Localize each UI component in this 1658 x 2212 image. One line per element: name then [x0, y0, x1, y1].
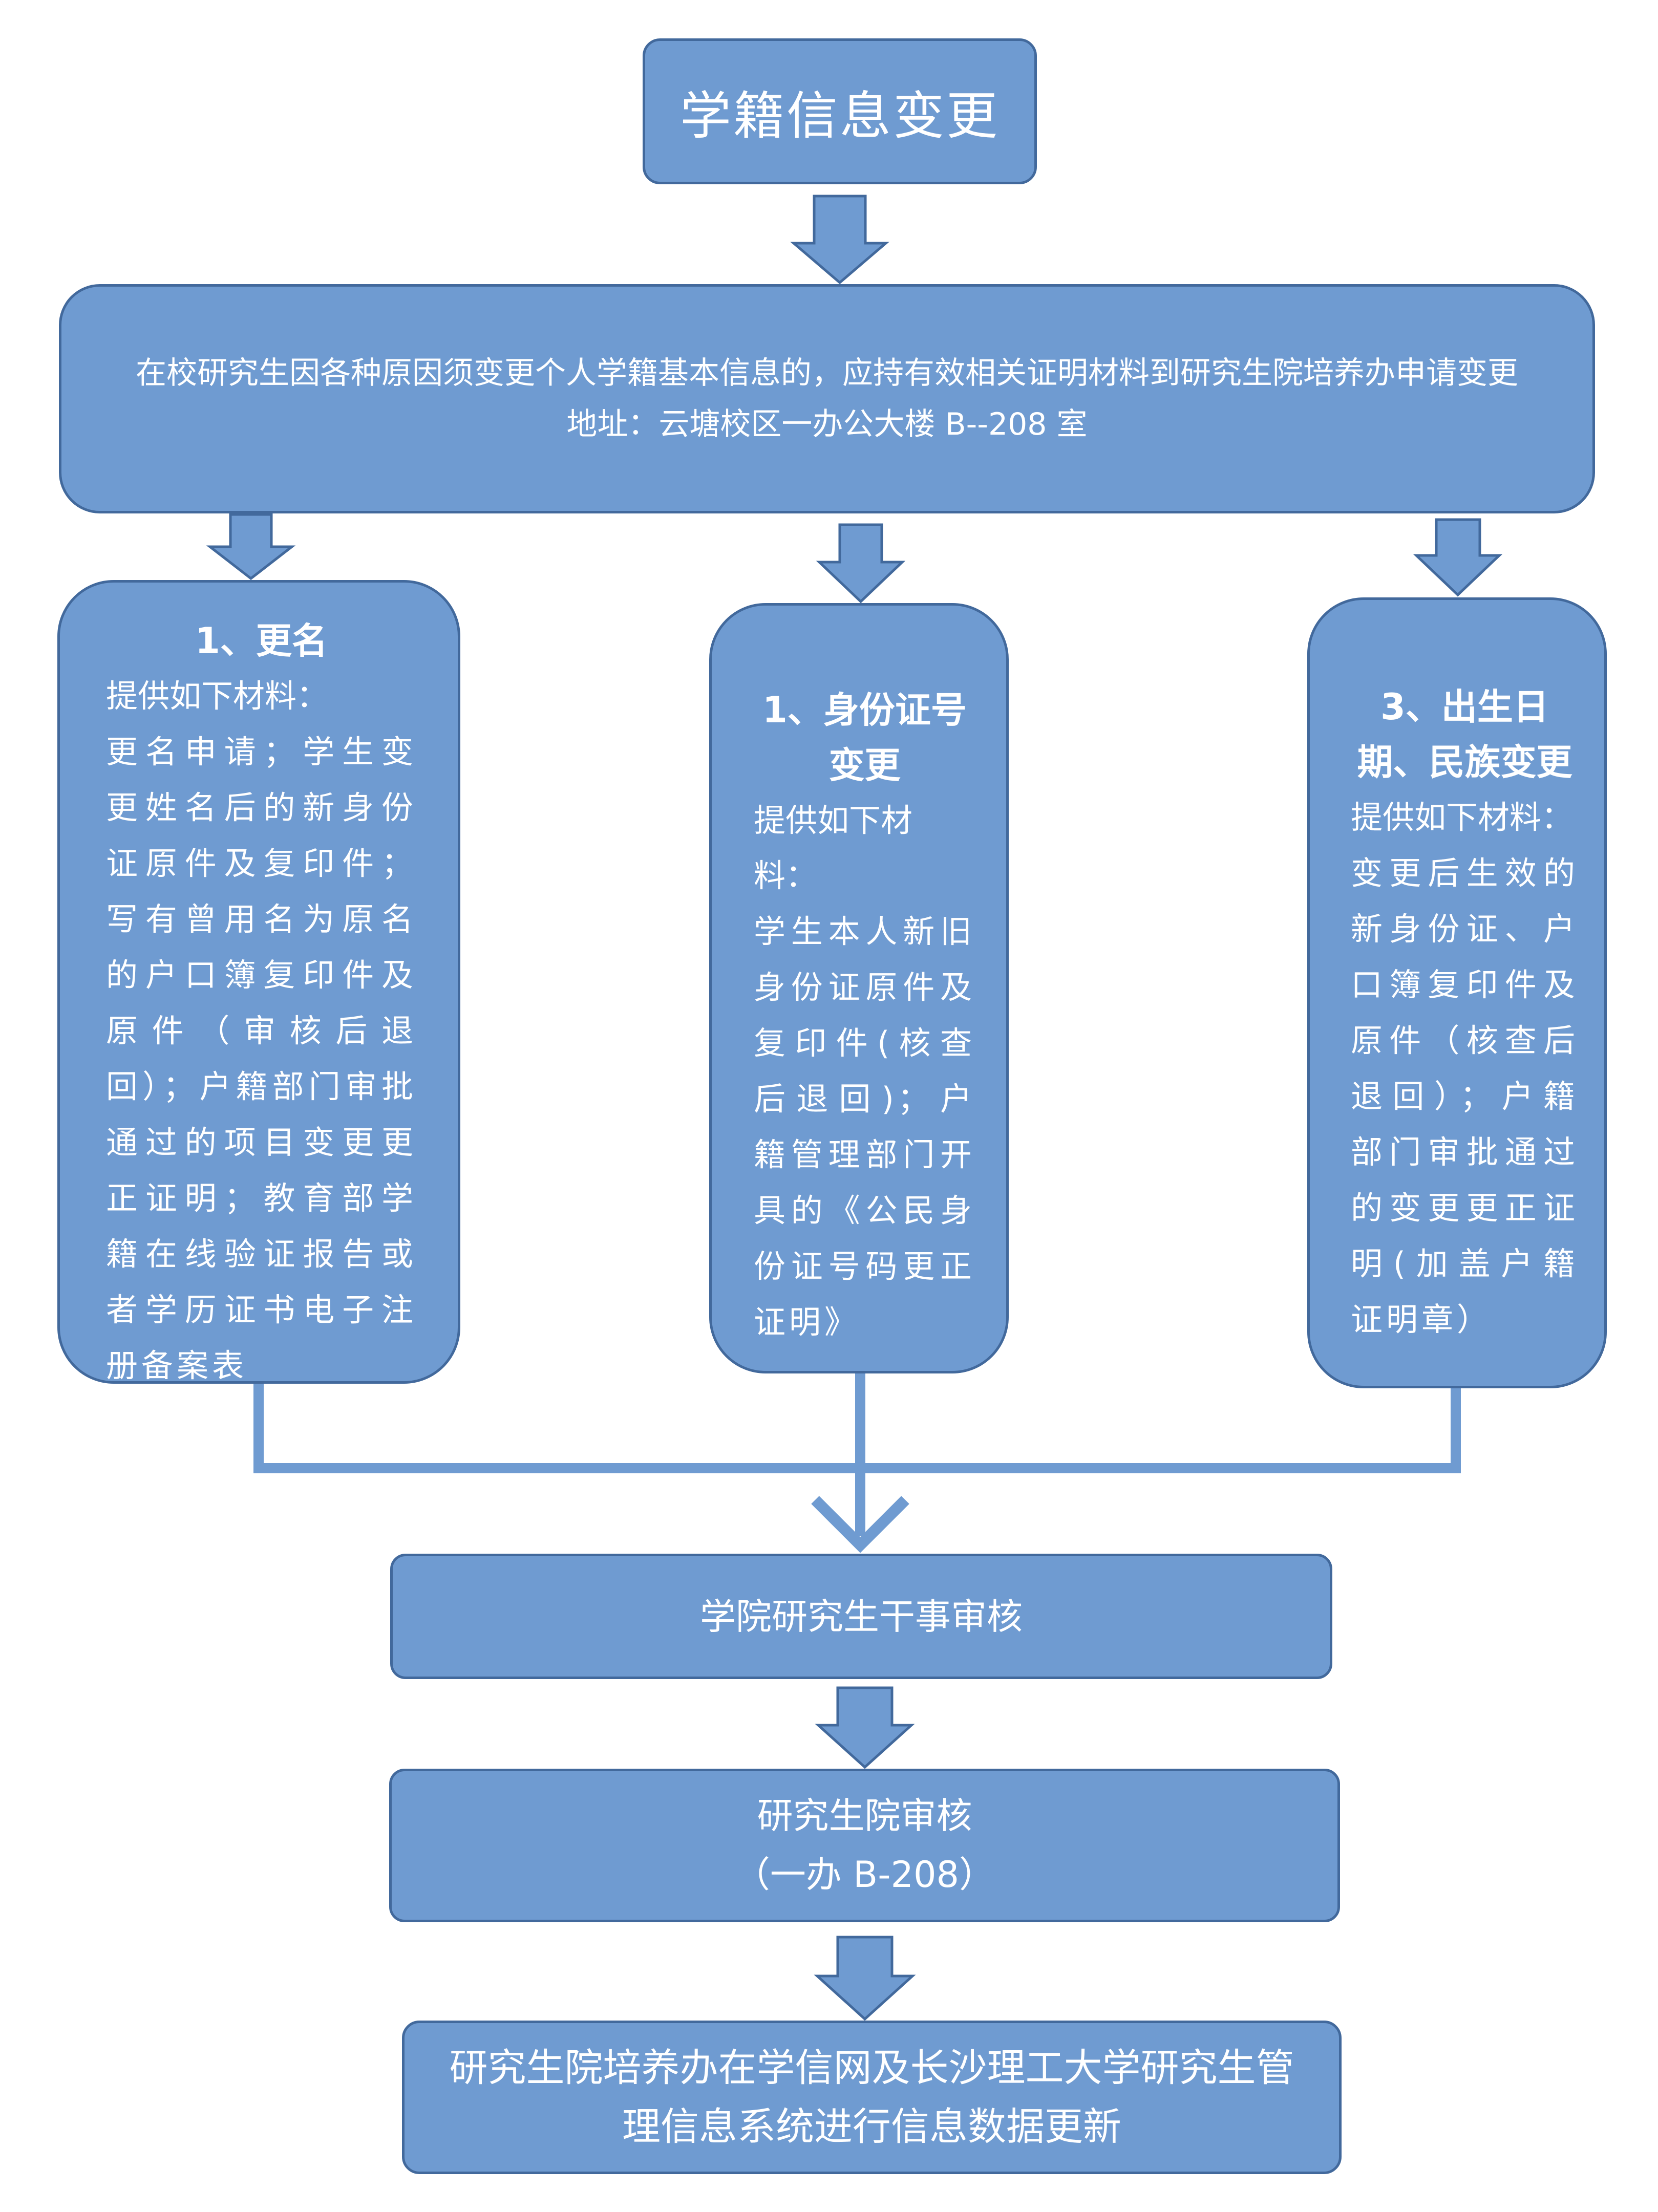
intro-text: 在校研究生因各种原因须变更个人学籍基本信息的，应持有效相关证明材料到研究生院培养… — [136, 355, 1518, 391]
college-review-label: 学院研究生干事审核 — [700, 1595, 1023, 1638]
birthdate-ethnicity-change-box: 3、出生日期、民族变更 提供如下材料： 变更后生效的新身份证、户口簿复印件及原件… — [1307, 597, 1607, 1388]
id-number-change-box: 1、身份证号变更 提供如下材料： 学生本人新旧身份证原件及复印件(核查后退回)；… — [709, 603, 1009, 1373]
arrow-head-icon — [811, 1496, 909, 1553]
page-title: 学籍信息变更 — [680, 86, 1000, 146]
arrow-down-icon — [814, 1936, 916, 2021]
arrow-down-icon — [816, 523, 906, 604]
column-subheading: 提供如下材料： — [106, 677, 329, 715]
grad-school-review-label: 研究生院审核 — [757, 1795, 972, 1837]
intro-address: 地址：云塘校区一办公大楼 B--208 室 — [566, 406, 1088, 442]
column-heading: 3、出生日期、民族变更 — [1357, 686, 1572, 783]
arrow-down-icon — [790, 195, 889, 285]
college-review-box: 学院研究生干事审核 — [390, 1554, 1332, 1679]
column-heading: 1、身份证号变更 — [762, 689, 967, 786]
grad-school-review-box: 研究生院审核 （一办 B-208） — [389, 1769, 1340, 1922]
column-body: 更名申请；学生变更姓名后的新身份证原件及复印件；写有曾用名为原名的户口簿复印件及… — [106, 733, 417, 1384]
column-heading: 1、更名 — [195, 620, 328, 662]
arrow-down-icon — [1413, 518, 1503, 597]
column-subheading: 提供如下材料： — [754, 802, 913, 894]
data-update-label: 研究生院培养办在学信网及长沙理工大学研究生管理信息系统进行信息数据更新 — [449, 2045, 1294, 2149]
arrow-down-icon — [206, 513, 296, 581]
grad-school-review-location: （一办 B-208） — [734, 1854, 995, 1896]
name-change-box: 1、更名 提供如下材料： 更名申请；学生变更姓名后的新身份证原件及复印件；写有曾… — [57, 580, 460, 1384]
data-update-box: 研究生院培养办在学信网及长沙理工大学研究生管理信息系统进行信息数据更新 — [402, 2021, 1342, 2174]
title-box: 学籍信息变更 — [643, 38, 1037, 184]
column-subheading: 提供如下材料： — [1351, 799, 1574, 836]
intro-box: 在校研究生因各种原因须变更个人学籍基本信息的，应持有效相关证明材料到研究生院培养… — [59, 284, 1595, 513]
column-body: 变更后生效的新身份证、户口簿复印件及原件（核查后退回）；户籍部门审批通过的变更更… — [1351, 854, 1579, 1338]
column-body: 学生本人新旧身份证原件及复印件(核查后退回)；户籍管理部门开具的《公民身份证号码… — [754, 913, 975, 1341]
arrow-down-icon — [815, 1686, 915, 1769]
